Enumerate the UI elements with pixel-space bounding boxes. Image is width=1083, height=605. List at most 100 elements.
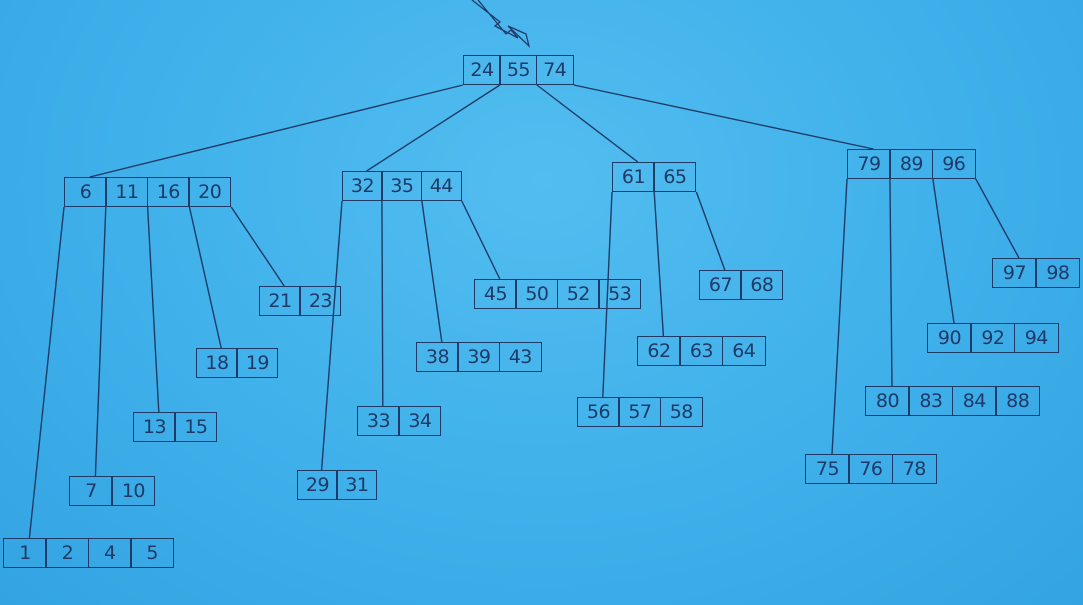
node-key: 34 [398,406,442,436]
root-pointer-arrowhead [507,25,531,49]
node-key: 53 [598,279,642,309]
node-key: 76 [848,454,894,484]
node-key: 10 [111,476,156,506]
node-key: 1 [3,538,47,568]
tree-edge [320,200,343,471]
node-key: 56 [577,397,620,427]
node-key: 44 [420,171,462,201]
node-key: 61 [612,162,655,192]
node-key: 84 [951,386,997,416]
node-key: 96 [931,149,976,179]
node-key: 79 [847,149,891,179]
node-key: 6 [64,177,107,207]
tree-edge [695,191,726,271]
tree-edge [230,206,285,287]
node-key: 58 [659,397,703,427]
tree-edge [889,178,893,387]
node-key: 4 [87,538,132,568]
root-pointer-arrow [471,0,519,39]
node-key: 65 [653,162,697,192]
tree-edge [573,84,874,150]
node-key: 18 [196,348,238,378]
node-key: 20 [188,177,232,207]
node-key: 38 [416,342,459,372]
node-key: 57 [618,397,662,427]
node-key: 92 [970,323,1016,353]
node-key: 19 [236,348,279,378]
node-key: 7 [69,476,113,506]
tree-edge [831,178,848,455]
tree-edge [932,178,955,324]
node-key: 98 [1035,258,1081,288]
node-key: 39 [457,342,501,372]
tree-edge [28,206,65,539]
node-key: 32 [342,171,383,201]
node-key: 29 [297,470,338,500]
tree-edge [188,206,222,349]
node-key: 83 [908,386,954,416]
node-key: 2 [45,538,90,568]
node-key: 88 [995,386,1041,416]
node-key: 43 [498,342,542,372]
node-key: 62 [637,336,681,366]
tree-edge [461,200,501,280]
node-key: 75 [805,454,850,484]
node-key: 23 [299,286,342,316]
node-key: 45 [474,279,517,309]
tree-edge [602,191,613,398]
tree-edge [366,84,501,172]
tree-edge [653,191,665,337]
tree-edge [421,200,443,343]
node-key: 68 [740,270,784,300]
node-key: 31 [336,470,378,500]
tree-edge [381,200,384,407]
node-key: 15 [174,412,218,442]
node-key: 16 [146,177,190,207]
node-key: 5 [130,538,175,568]
node-key: 74 [535,55,574,85]
node-key: 35 [381,171,423,201]
node-key: 52 [556,279,600,309]
tree-edge [94,206,107,477]
node-key: 33 [357,406,400,436]
node-key: 55 [499,55,538,85]
node-key: 89 [889,149,934,179]
node-key: 67 [699,270,742,300]
node-key: 63 [679,336,724,366]
tree-edge [89,84,464,178]
node-key: 64 [721,336,766,366]
node-key: 94 [1013,323,1059,353]
tree-edge [146,206,160,413]
node-key: 13 [133,412,176,442]
node-key: 80 [865,386,910,416]
node-key: 97 [992,258,1037,288]
node-key: 90 [927,323,972,353]
node-key: 50 [515,279,559,309]
node-key: 11 [105,177,149,207]
node-key: 78 [891,454,937,484]
tree-edge [536,84,639,163]
